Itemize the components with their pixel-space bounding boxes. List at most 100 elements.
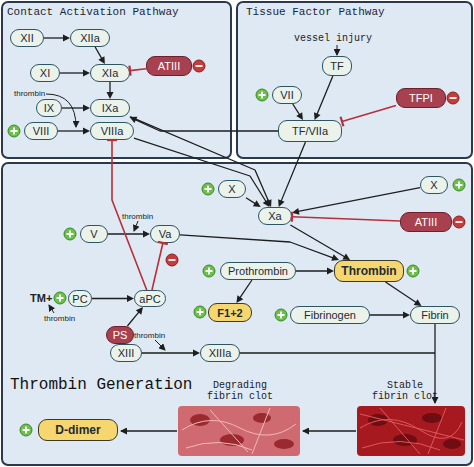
arrow-head — [403, 312, 410, 319]
factor-label: D-dimer — [55, 423, 100, 437]
arrow-head — [143, 231, 150, 238]
activation-connector — [278, 142, 305, 207]
inhibitor-box: ATIII — [400, 212, 452, 232]
factor-label: VIIIa — [101, 125, 124, 137]
factor-box: VIIIa — [90, 122, 134, 140]
activation-connector — [370, 312, 410, 319]
factor-box: V — [80, 225, 108, 243]
factor-label: Thrombin — [341, 264, 396, 278]
arrow-head — [296, 112, 303, 120]
connector-line — [130, 117, 269, 203]
factor-box: X — [420, 176, 448, 194]
thrombin-pointer — [49, 305, 54, 313]
factor-label: F1+2 — [217, 307, 242, 319]
pathway-panel: Tissue Factor PathwayTFVIITFPITF/VIIa — [236, 1, 473, 159]
activation-connector — [62, 105, 90, 112]
thrombin-pointer — [46, 94, 76, 127]
connector-line — [290, 225, 346, 257]
minus-icon — [453, 216, 465, 228]
arrow-head — [107, 92, 114, 99]
factor-box: PC — [68, 290, 92, 307]
activation-connector — [134, 138, 269, 207]
plus-icon — [275, 309, 287, 321]
connector-line — [60, 72, 85, 73]
factor-box: VII — [272, 86, 302, 104]
clot-cell — [368, 414, 388, 426]
arrow-head — [414, 299, 422, 306]
arrow-head — [83, 105, 90, 112]
arrow-head — [63, 35, 70, 42]
plus-icon — [202, 183, 214, 195]
clot-cell — [190, 414, 210, 426]
factor-label: IXa — [102, 102, 119, 114]
inhibition-connector — [341, 105, 396, 126]
connector-line — [134, 119, 278, 131]
arrow-head — [292, 208, 300, 215]
plus-icon — [407, 265, 419, 277]
factor-box: Fibrinogen — [290, 306, 370, 324]
activation-connector — [292, 188, 420, 215]
panel-title: Tissue Factor Pathway — [246, 6, 385, 18]
factor-label: ATIII — [158, 60, 180, 72]
activation-connector — [293, 104, 303, 120]
activation-connector — [108, 231, 150, 238]
factor-box: Xa — [258, 207, 292, 225]
arrow-head — [253, 200, 261, 207]
minus-icon — [193, 60, 205, 72]
factor-label: XIIIa — [209, 347, 232, 359]
arrow-head — [130, 117, 138, 123]
activation-connector — [127, 307, 143, 326]
connector-line — [58, 130, 85, 131]
activation-connector — [180, 235, 339, 261]
factor-label: Xa — [268, 210, 281, 222]
plus-icon — [194, 306, 206, 318]
factor-box: TF — [322, 56, 352, 76]
activation-connector — [290, 225, 350, 260]
connector-line — [62, 107, 85, 108]
activation-connector — [58, 128, 90, 135]
inhibition-bar — [129, 66, 130, 76]
factor-label: X — [228, 183, 235, 195]
factor-label: XI — [40, 67, 50, 79]
connector-line — [180, 235, 334, 258]
factor-label: XIIa — [80, 32, 100, 44]
factor-box: XIIIa — [200, 344, 240, 362]
connector-line — [292, 217, 400, 221]
arrow-head — [136, 307, 143, 315]
pathway-panel: Thrombin GenerationXXXaATIIIVVaProthromb… — [1, 162, 473, 466]
connector-line — [92, 298, 129, 299]
arrow-head — [265, 199, 271, 207]
factor-box: XI — [30, 64, 60, 82]
product-box: Thrombin — [334, 260, 404, 282]
factor-label: X — [430, 179, 437, 191]
factor-box: TF/VIIa — [278, 120, 342, 142]
inhibition-connector — [107, 140, 147, 290]
factor-label: Prothrombin — [228, 265, 288, 277]
inhibition-bar — [341, 117, 344, 127]
activation-connector — [130, 117, 278, 131]
activation-connector — [44, 35, 70, 42]
activation-connector — [296, 268, 334, 275]
connector-line — [134, 138, 267, 203]
connector-line — [281, 142, 306, 202]
clot-cell — [220, 434, 244, 446]
connector-line — [316, 76, 332, 115]
factor-label: VII — [280, 89, 293, 101]
clot-cell — [274, 439, 294, 449]
factor-box: aPC — [134, 290, 166, 307]
arrow-head — [193, 350, 200, 357]
stable-clot — [357, 406, 465, 456]
clot-cell — [443, 439, 461, 449]
factor-label: IX — [44, 102, 54, 114]
activation-connector — [236, 280, 252, 303]
factor-label: XIII — [118, 347, 135, 359]
connector-line — [370, 314, 405, 315]
factor-box: Fibrin — [410, 306, 460, 324]
inhibition-connector — [129, 66, 146, 76]
crosslink-line — [240, 352, 435, 353]
factor-box: XIII — [110, 344, 142, 362]
factor-label: XII — [20, 32, 33, 44]
clot-arrow — [303, 430, 356, 431]
factor-box: XII — [10, 29, 44, 47]
